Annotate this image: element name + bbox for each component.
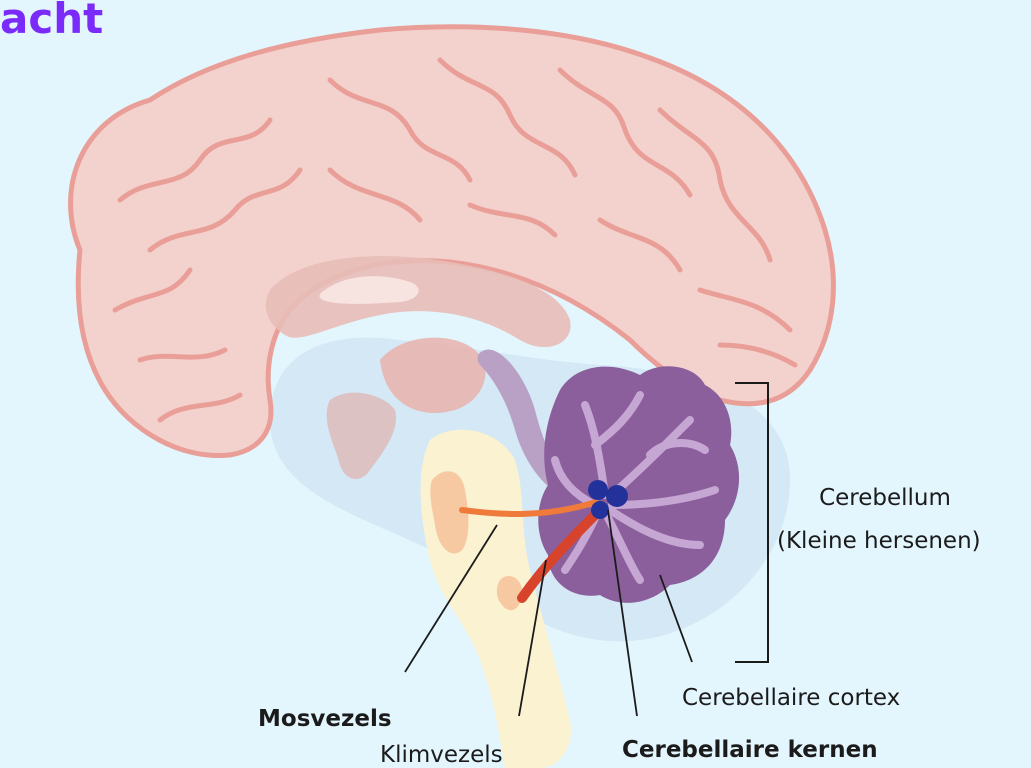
mossy-fibers-label: Mosvezels [258,708,392,731]
cerebellum-sublabel: (Kleine hersenen) [777,530,981,553]
cerebellar-cortex-label: Cerebellaire cortex [682,687,900,710]
cerebellar-nuclei-label: Cerebellaire kernen [622,739,878,762]
climbing-fibers-label: Klimvezels [380,744,503,767]
cerebellum-label: Cerebellum [800,487,970,510]
